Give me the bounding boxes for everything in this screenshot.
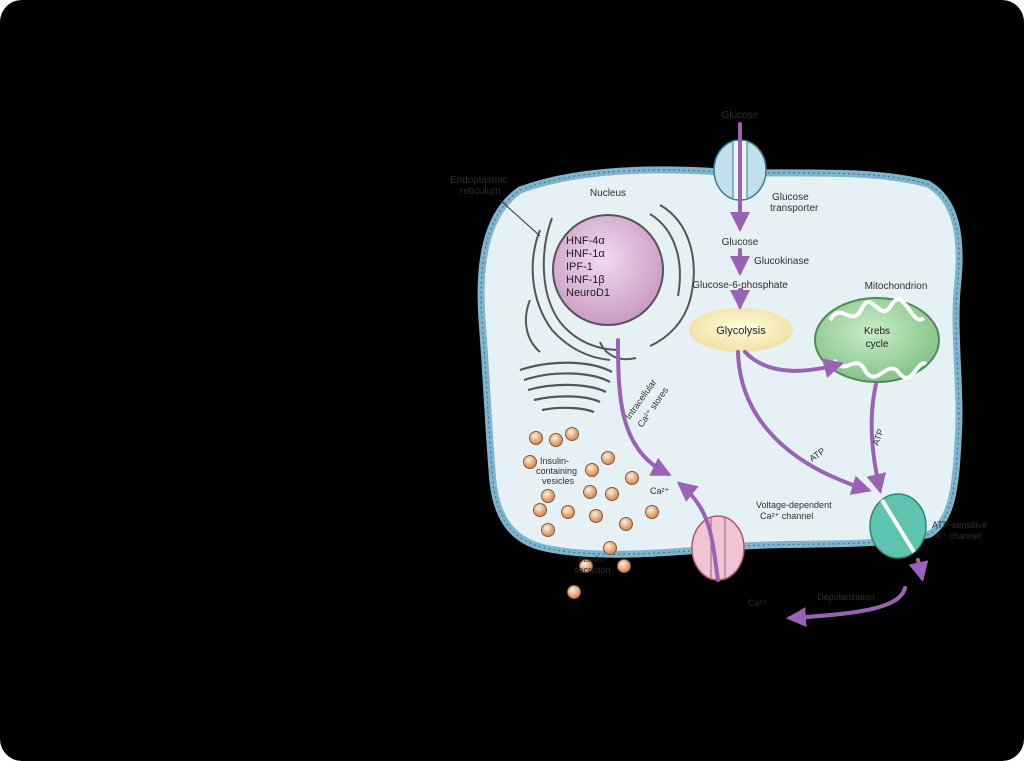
label-insulin-secretion-2: secretion: [574, 565, 611, 575]
transcription-factor: IPF-1: [566, 261, 593, 273]
vesicle: [617, 559, 631, 573]
label-katp-channel-2: K⁺ channel: [936, 531, 981, 541]
vesicle: [567, 585, 581, 599]
label-nucleus: Nucleus: [590, 188, 626, 199]
vesicle: [605, 487, 619, 501]
label-voltage-channel-2: Ca²⁺ channel: [760, 511, 813, 521]
transcription-factor: HNF-1α: [566, 248, 605, 260]
label-mitochondrion: Mitochondrion: [865, 281, 928, 292]
label-vesicles-3: vesicles: [542, 476, 575, 486]
vesicle: [619, 517, 633, 531]
label-krebs-1: Krebs: [864, 326, 890, 337]
endoplasmic-reticulum: [524, 204, 695, 361]
vesicle: [583, 485, 597, 499]
transcription-factor: NeuroD1: [566, 287, 610, 299]
label-endoplasmic-reticulum-1: Endoplasmic: [450, 175, 507, 186]
label-katp-channel-1: ATP-sensitive: [932, 520, 987, 530]
pathway-arrows: [616, 122, 929, 628]
vesicle: [541, 523, 555, 537]
vesicle: [579, 559, 593, 573]
vesicle: [645, 505, 659, 519]
er-pointer-line: [499, 199, 541, 237]
label-krebs-2: cycle: [866, 339, 889, 350]
golgi-apparatus: [519, 361, 613, 414]
vesicle: [541, 489, 555, 503]
label-glucokinase: Glucokinase: [754, 256, 809, 267]
label-insulin-secretion-1: Insulin: [578, 554, 604, 564]
label-glucose-6-phosphate: Glucose-6-phosphate: [692, 280, 788, 291]
vesicle: [533, 503, 547, 517]
label-glycolysis: Glycolysis: [716, 325, 766, 337]
label-ca-inside: Ca²⁺: [650, 486, 670, 496]
vesicle: [523, 455, 537, 469]
k-atp-channel: [869, 493, 927, 559]
label-glucose: Glucose: [722, 110, 759, 121]
label-glucose-transporter-1: Glucose: [772, 192, 809, 203]
cell-membrane-inner-line: [480, 169, 960, 555]
vesicle: [585, 463, 599, 477]
label-vesicles-2: containing: [536, 466, 577, 476]
vesicle: [529, 431, 543, 445]
label-voltage-channel-1: Voltage-dependent: [756, 500, 832, 510]
label-vesicles-1: Insulin-: [540, 456, 569, 466]
label-endoplasmic-reticulum-2: reticulum: [460, 186, 501, 197]
vesicle: [565, 427, 579, 441]
label-glucose-inner: Glucose: [722, 237, 759, 248]
glycolysis-region: [689, 308, 793, 352]
vesicle: [589, 509, 603, 523]
transcription-factor: HNF-4α: [566, 235, 605, 247]
vesicle: [603, 541, 617, 555]
label-ca-outside: Ca²⁺: [748, 598, 768, 608]
vesicle: [549, 433, 563, 447]
vesicle: [625, 471, 639, 485]
label-depolarization: Depolarization: [817, 592, 875, 602]
vesicle: [561, 505, 575, 519]
insulin-vesicles: [523, 427, 659, 599]
vesicle: [601, 451, 615, 465]
ca-channel: [691, 515, 745, 581]
nucleus: [552, 214, 664, 326]
transcription-factor: HNF-1β: [566, 274, 605, 286]
label-glucose-transporter-2: transporter: [770, 203, 819, 214]
mitochondrion: [814, 297, 940, 383]
